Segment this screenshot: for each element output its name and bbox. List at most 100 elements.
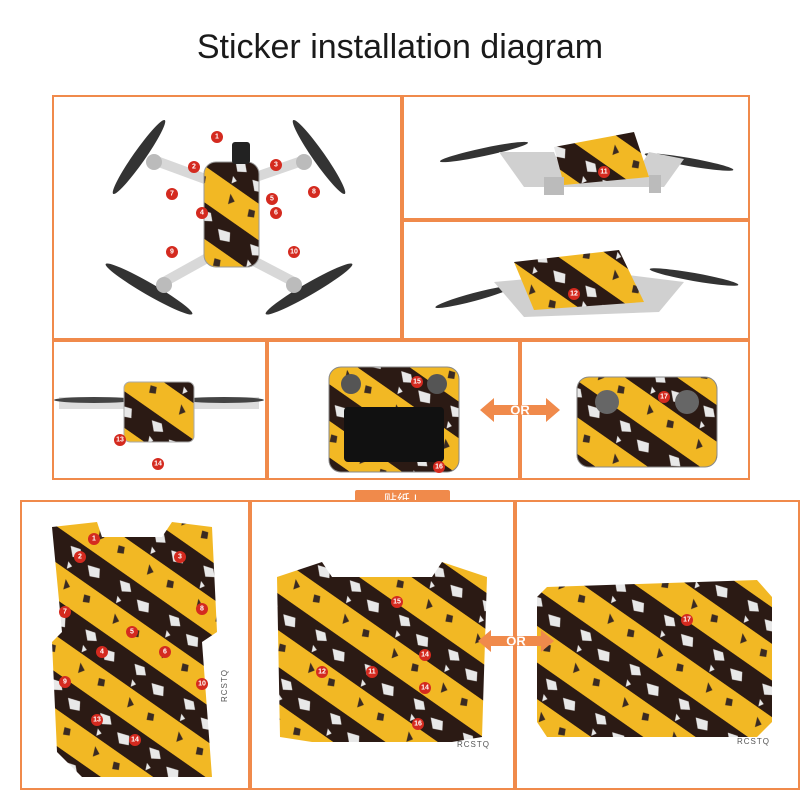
panel-drone-side-11: 11 [402, 95, 750, 220]
marker-badge [196, 207, 208, 219]
marker-number: 1 [215, 134, 219, 141]
marker-number: 10 [198, 681, 206, 688]
marker-number: 2 [192, 164, 196, 171]
marker-number: 14 [131, 737, 139, 744]
page-title: Sticker installation diagram [196, 28, 604, 66]
marker-badge [419, 682, 431, 694]
marker-badge [129, 734, 141, 746]
marker-number: 7 [63, 609, 67, 616]
marker-number: 6 [163, 649, 167, 656]
panel-controller-screen: 15 16 [267, 340, 520, 480]
drone-side-view-illustration: 12 [435, 250, 739, 317]
marker-badge [59, 676, 71, 688]
marker-number: 4 [100, 649, 104, 656]
marker-badge [316, 666, 328, 678]
marker-number: 8 [200, 606, 204, 613]
marker-badge [96, 646, 108, 658]
panel-drone-top: 1 2 3 4 5 6 7 8 9 10 [52, 95, 402, 340]
marker-number: 5 [130, 629, 134, 636]
marker-number: 9 [170, 249, 174, 256]
marker-badge [166, 246, 178, 258]
marker-number: 8 [312, 189, 316, 196]
marker-number: 9 [63, 679, 67, 686]
panel-sheet-drone: RCSTQ 1 2 3 4 5 6 7 8 9 10 13 14 [20, 500, 250, 790]
marker-number: 5 [270, 196, 274, 203]
marker-badge [266, 193, 278, 205]
marker-number: 16 [414, 721, 422, 728]
drone-top-view-illustration: 1 2 3 4 5 6 7 8 9 10 [105, 119, 353, 315]
marker-number: 14 [154, 461, 162, 468]
sticker-sheet-illustration: RCSTQ 17 [537, 580, 772, 746]
marker-number: 2 [78, 554, 82, 561]
marker-number: 11 [368, 669, 376, 676]
drone-rear-view-illustration: 13 14 [54, 381, 264, 470]
brand-label: RCSTQ [737, 737, 770, 746]
marker-badge [188, 161, 200, 173]
panel-drone-rear: 13 14 [52, 340, 267, 480]
marker-number: 15 [393, 599, 401, 606]
brand-label: RCSTQ [457, 740, 490, 749]
marker-badge [419, 649, 431, 661]
marker-badge [433, 461, 445, 473]
marker-number: 13 [93, 717, 101, 724]
marker-number: 14 [421, 685, 429, 692]
marker-badge [598, 166, 610, 178]
panel-sheet-controller-screen: RCSTQ 15 12 11 14 14 16 [250, 500, 515, 790]
marker-badge [159, 646, 171, 658]
marker-badge [568, 288, 580, 300]
marker-badge [114, 434, 126, 446]
marker-badge [59, 606, 71, 618]
or-label: OR [510, 403, 530, 418]
marker-badge [88, 533, 100, 545]
marker-badge [126, 626, 138, 638]
marker-number: 12 [318, 669, 326, 676]
marker-badge [366, 666, 378, 678]
marker-group: 1 2 3 4 5 6 7 8 9 10 [166, 131, 320, 258]
marker-badge [391, 596, 403, 608]
marker-badge [658, 391, 670, 403]
marker-badge [166, 188, 178, 200]
double-arrow-icon: OR [478, 630, 554, 652]
marker-badge [270, 207, 282, 219]
marker-badge [74, 551, 86, 563]
panel-controller: 17 [520, 340, 750, 480]
marker-badge [211, 131, 223, 143]
marker-badge [308, 186, 320, 198]
marker-badge [288, 246, 300, 258]
marker-number: 15 [413, 379, 421, 386]
sticker-sheet-illustration: RCSTQ 15 12 11 14 14 16 [277, 562, 490, 749]
marker-badge [681, 614, 693, 626]
marker-number: 3 [178, 554, 182, 561]
marker-badge [174, 551, 186, 563]
marker-badge [196, 603, 208, 615]
marker-number: 4 [200, 210, 204, 217]
marker-badge [91, 714, 103, 726]
marker-group: 1 2 3 4 5 6 7 8 9 10 13 14 [59, 533, 208, 746]
sticker-sheet-illustration: RCSTQ 1 2 3 4 5 6 7 8 9 10 13 14 [52, 522, 229, 777]
panel-drone-side-12: 12 [402, 220, 750, 340]
marker-number: 1 [92, 536, 96, 543]
marker-number: 11 [600, 169, 608, 176]
brand-label: RCSTQ [220, 669, 229, 702]
drone-side-view-illustration: 11 [439, 132, 734, 195]
panel-sheet-controller: RCSTQ 17 [515, 500, 800, 790]
marker-number: 6 [274, 210, 278, 217]
remote-controller-illustration: 17 [576, 376, 718, 468]
marker-badge [270, 159, 282, 171]
marker-number: 17 [683, 617, 691, 624]
marker-badge [412, 718, 424, 730]
marker-badge [152, 458, 164, 470]
marker-number: 12 [570, 291, 578, 298]
or-label: OR [506, 634, 526, 649]
marker-badge [411, 376, 423, 388]
marker-number: 7 [170, 191, 174, 198]
marker-number: 17 [660, 394, 668, 401]
marker-number: 13 [116, 437, 124, 444]
marker-number: 14 [421, 652, 429, 659]
double-arrow-icon: OR [480, 398, 560, 422]
marker-number: 10 [290, 249, 298, 256]
marker-number: 16 [435, 464, 443, 471]
marker-badge [196, 678, 208, 690]
marker-number: 3 [274, 162, 278, 169]
remote-controller-with-screen-illustration: 15 16 [328, 366, 460, 473]
